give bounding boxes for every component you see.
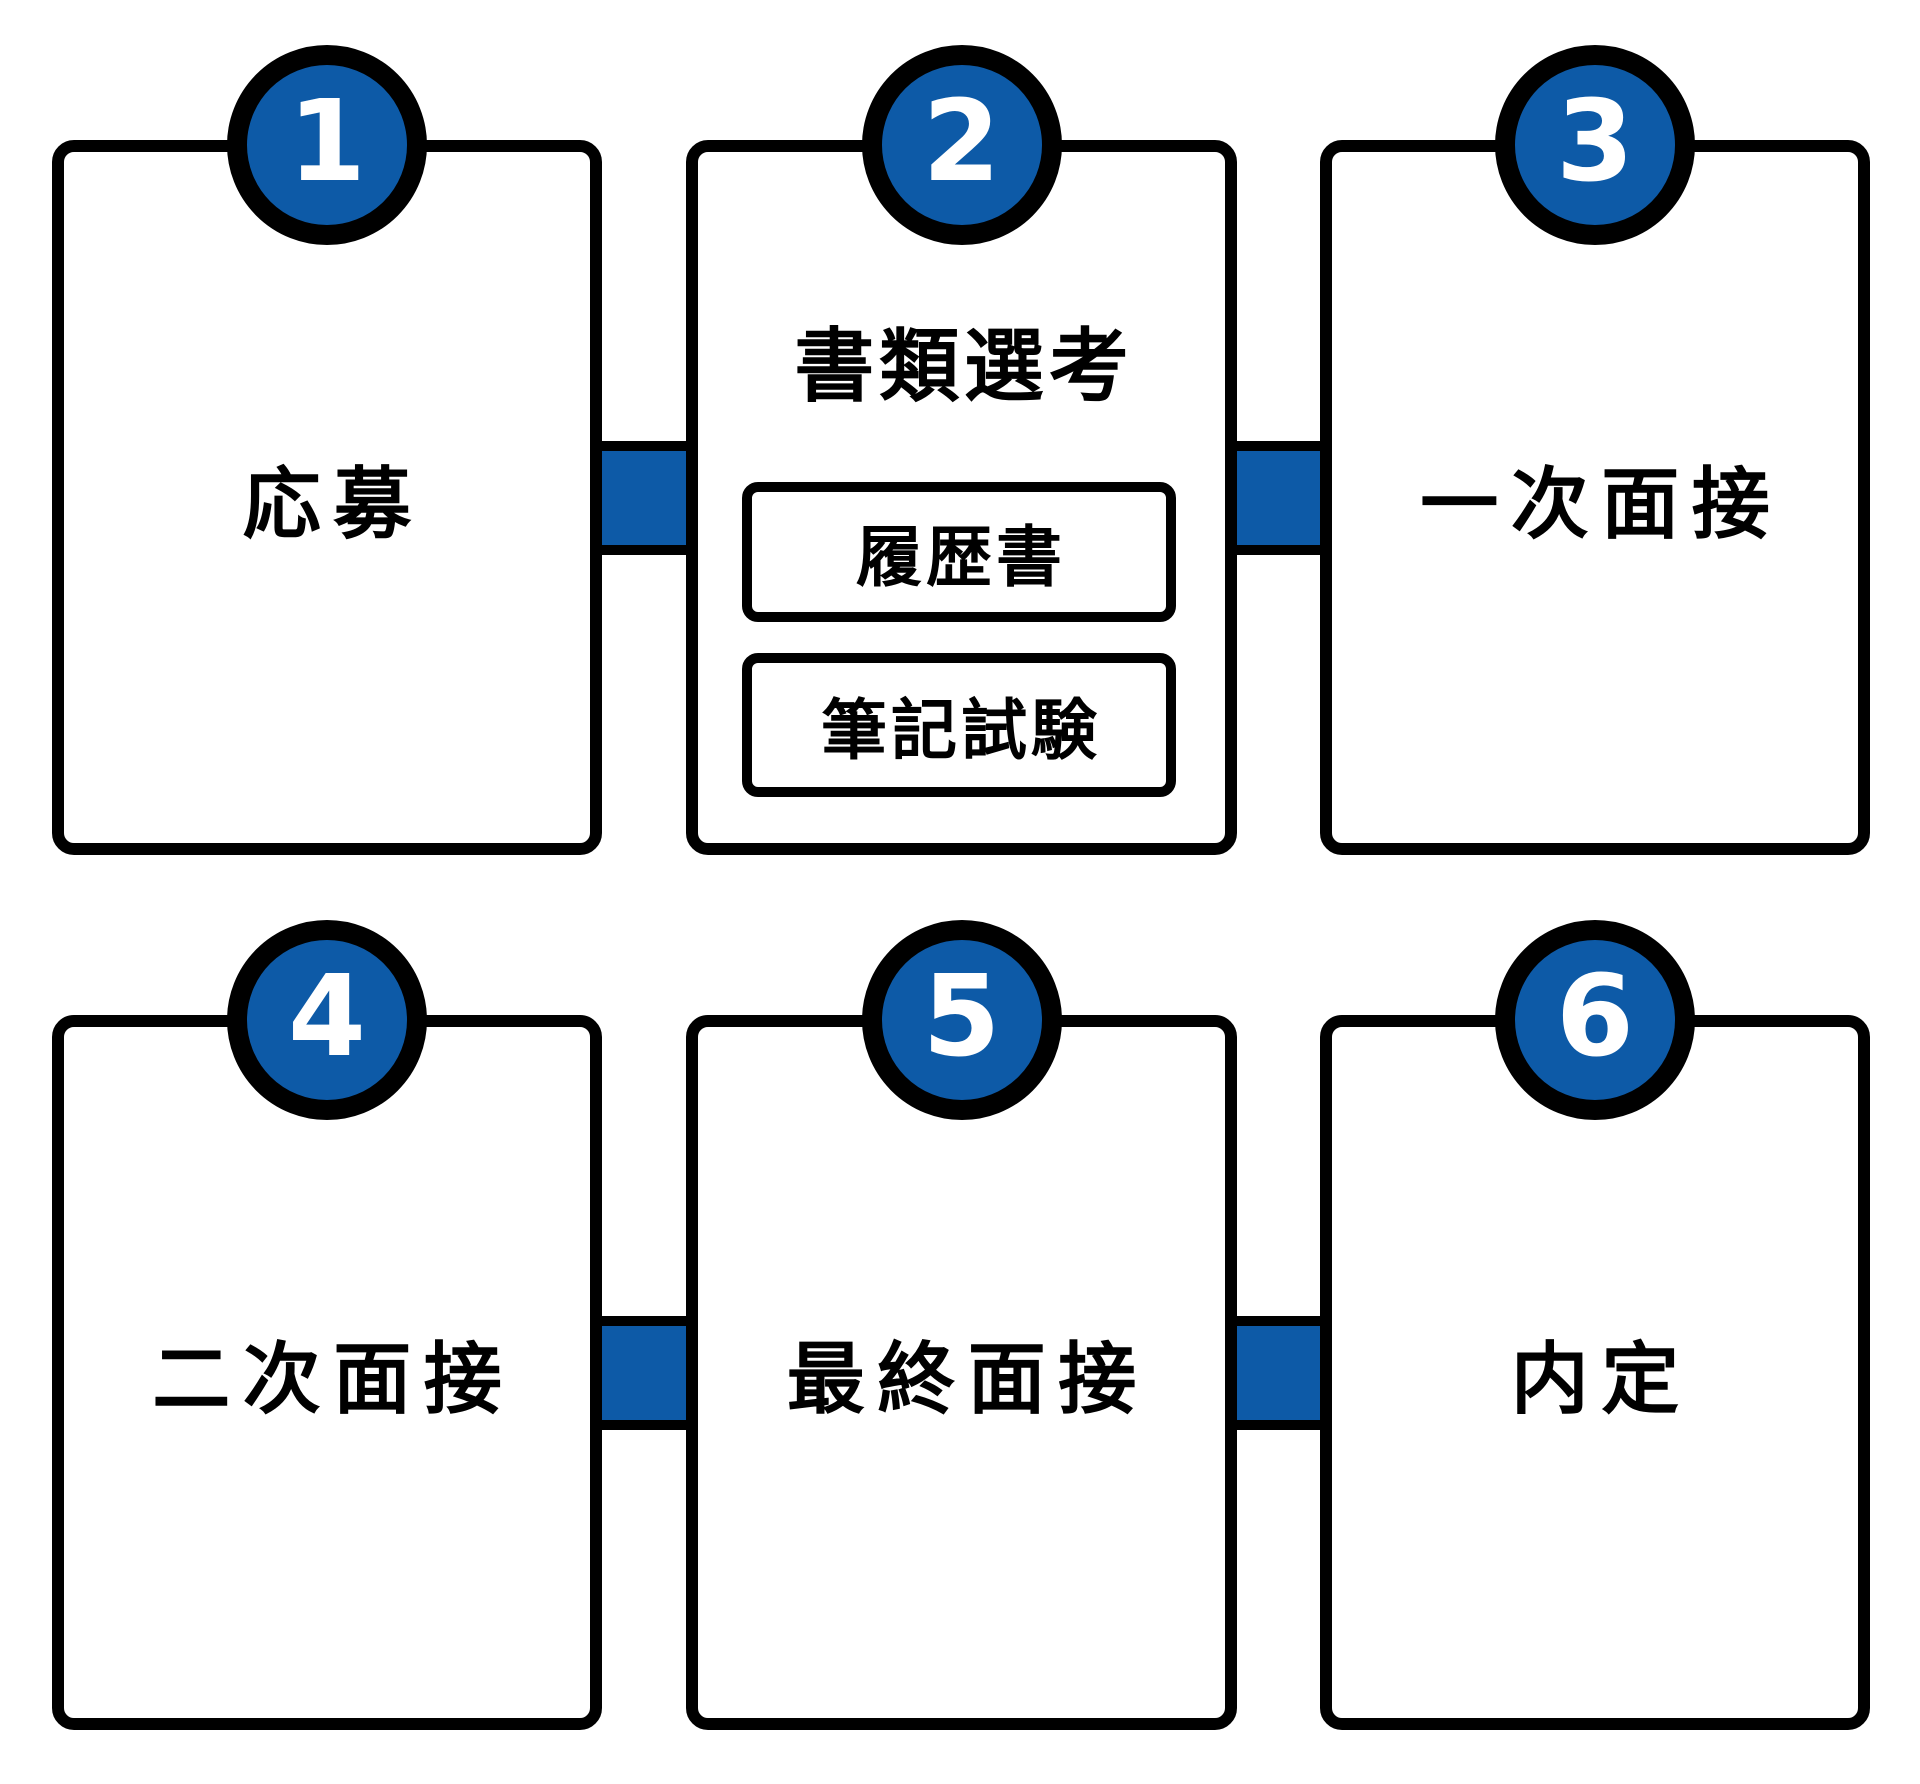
step-number-5: 5 [922,952,1001,1082]
step-number-badge-5: 5 [861,920,1062,1120]
step-card-5: 5 最終面接 [686,920,1237,1730]
sub-item-box-written-exam: 筆記試験 [742,653,1176,797]
step-label-6: 内定 [1510,1334,1692,1425]
step-number-badge-2: 2 [861,45,1062,245]
step-label-5: 最終面接 [786,1334,1149,1425]
step-number-1: 1 [288,77,366,207]
step-label-4: 二次面接 [152,1334,515,1425]
connector-step2-step3 [1223,441,1335,555]
sub-item-box-resume: 履歴書 [742,482,1176,622]
step-card-3: 3 一次面接 [1320,45,1870,855]
step-card-6: 6 内定 [1320,920,1870,1730]
connector-step4-step5 [588,1316,700,1430]
sub-item-label-written-exam: 筆記試験 [821,692,1101,769]
step-number-4: 4 [288,952,366,1082]
step-number-badge-3: 3 [1495,45,1695,245]
step-label-3: 一次面接 [1420,459,1783,550]
sub-item-label-resume: 履歴書 [856,519,1066,596]
step-number-badge-1: 1 [227,45,427,245]
step-label-1: 応募 [242,459,424,550]
step-card-4: 4 二次面接 [52,920,602,1730]
step-card-2: 2 書類選考 履歴書 筆記試験 [686,45,1237,855]
step-number-2: 2 [922,77,1001,207]
step-number-badge-4: 4 [227,920,427,1120]
step-card-1: 1 応募 [52,45,602,855]
step-number-3: 3 [1556,77,1634,207]
step-number-badge-6: 6 [1495,920,1695,1120]
step-number-6: 6 [1556,952,1634,1082]
connector-step1-step2 [588,441,700,555]
connector-step5-step6 [1223,1316,1335,1430]
step-label-2: 書類選考 [794,320,1134,413]
